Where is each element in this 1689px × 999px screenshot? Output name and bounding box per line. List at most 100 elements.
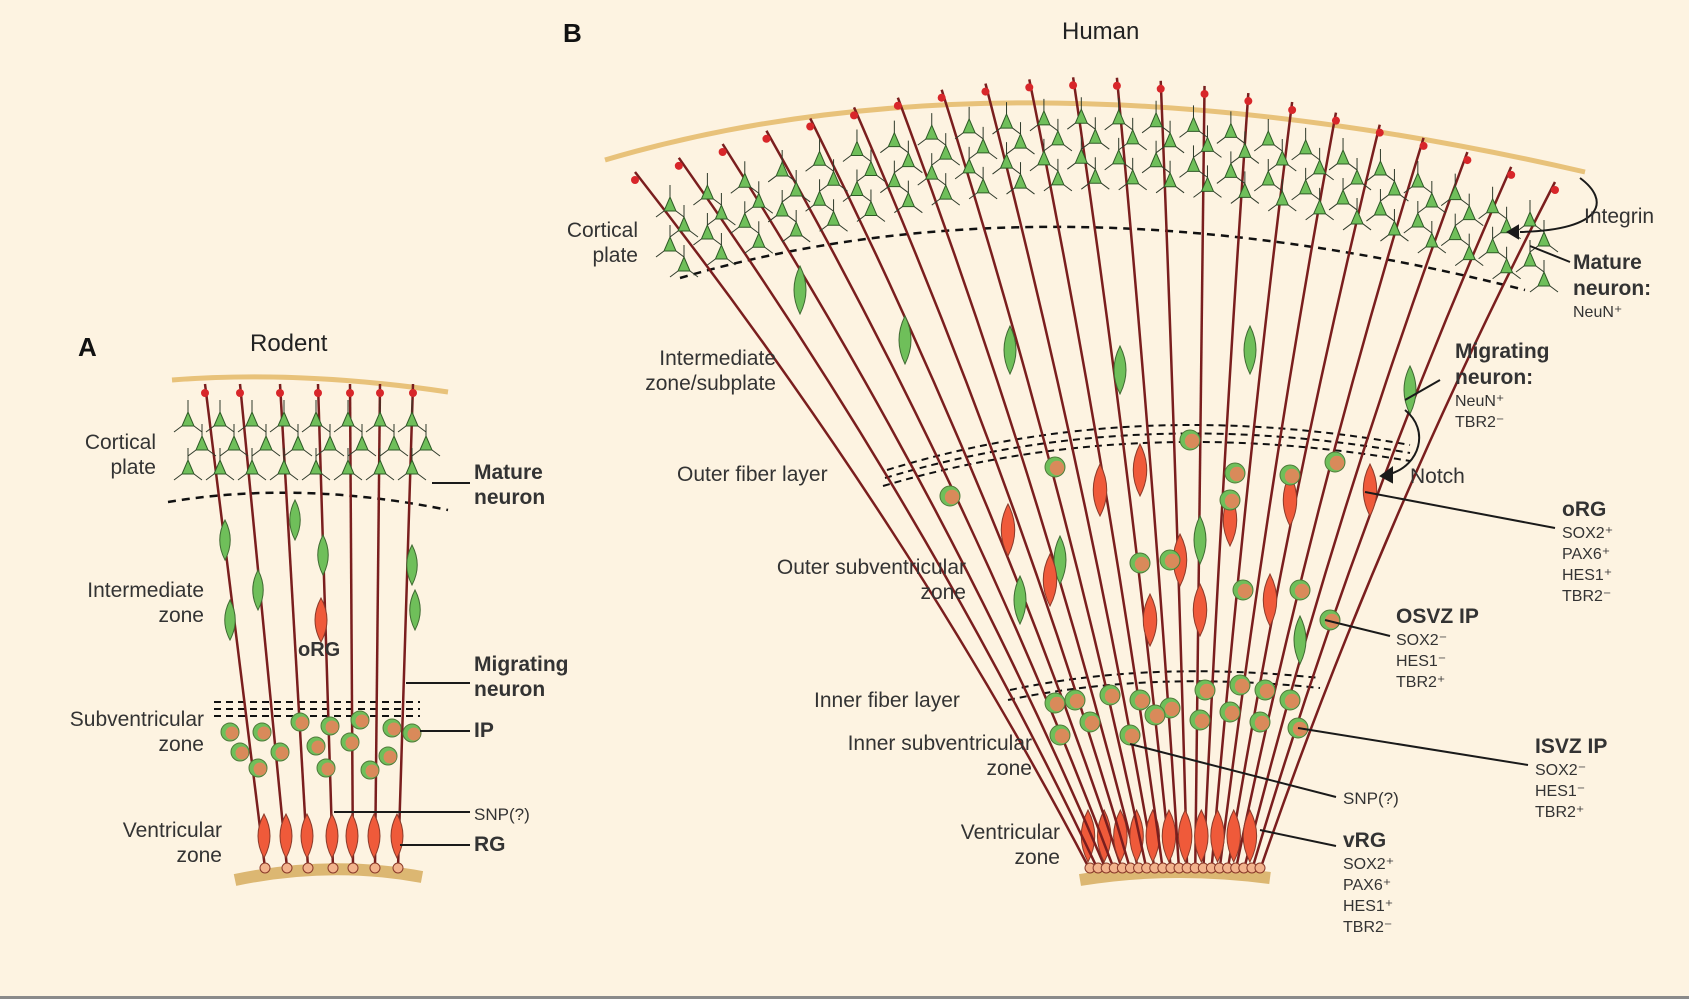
ip-cell-inner bbox=[311, 740, 325, 754]
neuron-dendrite bbox=[269, 400, 299, 433]
leader-org-b bbox=[1364, 491, 1556, 529]
neuron-dendrite bbox=[1305, 147, 1334, 181]
neuron-dendrite bbox=[894, 180, 923, 214]
neuron-dendrite bbox=[1478, 186, 1507, 220]
mature-neuron-cell bbox=[259, 434, 273, 451]
neuron-dendrite bbox=[954, 106, 984, 140]
neuron-dendrite bbox=[1342, 197, 1372, 231]
migrating-neuron-cell bbox=[406, 543, 418, 587]
ip-cell-inner bbox=[1184, 433, 1200, 449]
apical-endfoot bbox=[327, 862, 339, 874]
outer-radial-glia-cell bbox=[314, 596, 328, 644]
neuron-dendrite bbox=[1193, 125, 1222, 158]
neuron-dendrite bbox=[365, 400, 395, 433]
neuron-dendrite bbox=[968, 166, 998, 200]
radial-glia-fiber bbox=[1226, 124, 1381, 871]
pial-endfoot bbox=[1069, 81, 1078, 90]
mature-neuron-cell bbox=[227, 434, 241, 451]
rodent-subventricular-zone-label: Subventricular zone bbox=[20, 707, 204, 757]
mature-neuron-cell bbox=[181, 458, 195, 475]
mature-neuron-cell bbox=[924, 123, 939, 140]
pial-endfoot bbox=[409, 389, 417, 397]
mature-neuron-cell bbox=[775, 200, 789, 217]
rodent-rg-label: RG bbox=[474, 833, 506, 856]
panel-a-letter: A bbox=[78, 332, 97, 362]
mature-neuron-cell bbox=[1238, 182, 1252, 198]
neuron-dendrite bbox=[1454, 233, 1484, 267]
pial-endfoot bbox=[850, 111, 859, 120]
ventricular-surface bbox=[1079, 866, 1271, 886]
ip-cell-inner bbox=[1224, 705, 1240, 721]
neuron-dendrite bbox=[894, 140, 923, 174]
label-line: Intermediate bbox=[659, 347, 776, 370]
mature-neuron-cell bbox=[1298, 138, 1313, 155]
ip-cell-inner bbox=[1229, 466, 1245, 482]
ip-cell-inner bbox=[1134, 556, 1150, 572]
mature-neuron-cell bbox=[901, 191, 916, 208]
label-line: neuron: bbox=[1455, 366, 1534, 389]
neuron-dendrite bbox=[880, 120, 909, 154]
mature-neuron-cell bbox=[277, 410, 291, 427]
neuron-dendrite bbox=[1267, 138, 1297, 172]
leader-migrating-neuron-b bbox=[1404, 379, 1441, 401]
label-line: zone bbox=[986, 757, 1032, 780]
ventricular-radial-glia-cell bbox=[1177, 808, 1193, 864]
ip-cell-inner bbox=[1199, 683, 1215, 699]
mature-neuron-cell bbox=[1261, 129, 1276, 146]
marker: HES1⁺ bbox=[1343, 898, 1394, 915]
mature-neuron-cell bbox=[738, 211, 752, 228]
ip-cell-inner bbox=[944, 489, 960, 505]
mature-neuron-cell bbox=[789, 220, 803, 237]
marker: SOX2⁺ bbox=[1343, 856, 1395, 873]
mature-neuron-cell bbox=[1523, 210, 1537, 227]
outer-radial-glia-cell bbox=[1142, 592, 1158, 648]
ip-cell-inner bbox=[295, 716, 309, 730]
marker: HES1⁻ bbox=[1396, 653, 1447, 670]
ip-cell-inner bbox=[365, 764, 379, 778]
mature-neuron-cell bbox=[1485, 197, 1500, 214]
mature-neuron-cell bbox=[1163, 131, 1177, 148]
ip-cell-inner bbox=[345, 736, 359, 750]
pial-surface bbox=[171, 374, 449, 395]
radial-glia-fiber bbox=[852, 106, 1132, 871]
label-line: Cortical bbox=[84, 431, 156, 454]
radial-glia-cell bbox=[390, 812, 404, 860]
label-line: neuron: bbox=[1573, 277, 1652, 300]
mature-neuron-cell bbox=[924, 163, 939, 180]
mature-neuron-cell bbox=[700, 183, 715, 200]
pial-endfoot bbox=[806, 122, 815, 131]
radial-glia-cell bbox=[325, 812, 339, 860]
mature-neuron-cell bbox=[1088, 127, 1103, 144]
radial-glia-fiber bbox=[1234, 137, 1425, 871]
human-osvz-ip-label: OSVZ IP SOX2⁻ HES1⁻ TBR2⁺ bbox=[1396, 604, 1479, 693]
mature-neuron-cell bbox=[309, 458, 323, 475]
neuron-dendrite bbox=[301, 448, 331, 481]
neuron-dendrite bbox=[1253, 158, 1283, 192]
pial-endfoot bbox=[276, 389, 284, 397]
mature-neuron-cell bbox=[1013, 172, 1028, 189]
neuron-dendrite bbox=[187, 424, 217, 457]
pial-endfoot bbox=[1025, 83, 1034, 92]
mature-neuron-cell bbox=[1186, 116, 1201, 132]
mature-neuron-cell bbox=[1074, 147, 1089, 164]
neuron-dendrite bbox=[707, 233, 736, 266]
mature-neuron-cell bbox=[738, 171, 752, 188]
cortical-plate-boundary bbox=[167, 491, 449, 512]
mature-neuron-cell bbox=[1037, 109, 1051, 126]
mature-neuron-cell bbox=[826, 170, 841, 186]
neuron-dendrite bbox=[1454, 193, 1484, 227]
label-line: plate bbox=[110, 456, 156, 479]
outer-radial-glia-cell bbox=[1042, 552, 1058, 608]
marker: SOX2⁻ bbox=[1535, 762, 1587, 779]
neuron-dendrite bbox=[1043, 158, 1073, 192]
ip-cell-inner bbox=[1259, 683, 1275, 699]
neuron-dendrite bbox=[693, 173, 722, 206]
neuron-dendrite bbox=[1403, 161, 1433, 194]
mature-neuron-cell bbox=[962, 157, 976, 174]
neuron-dendrite bbox=[1230, 131, 1260, 164]
outer-radial-glia-cell bbox=[1092, 462, 1108, 518]
neuron-dendrite bbox=[1403, 201, 1433, 234]
mature-neuron-cell bbox=[999, 112, 1014, 129]
neuron-dendrite bbox=[1216, 111, 1246, 144]
mature-neuron-cell bbox=[213, 458, 227, 475]
